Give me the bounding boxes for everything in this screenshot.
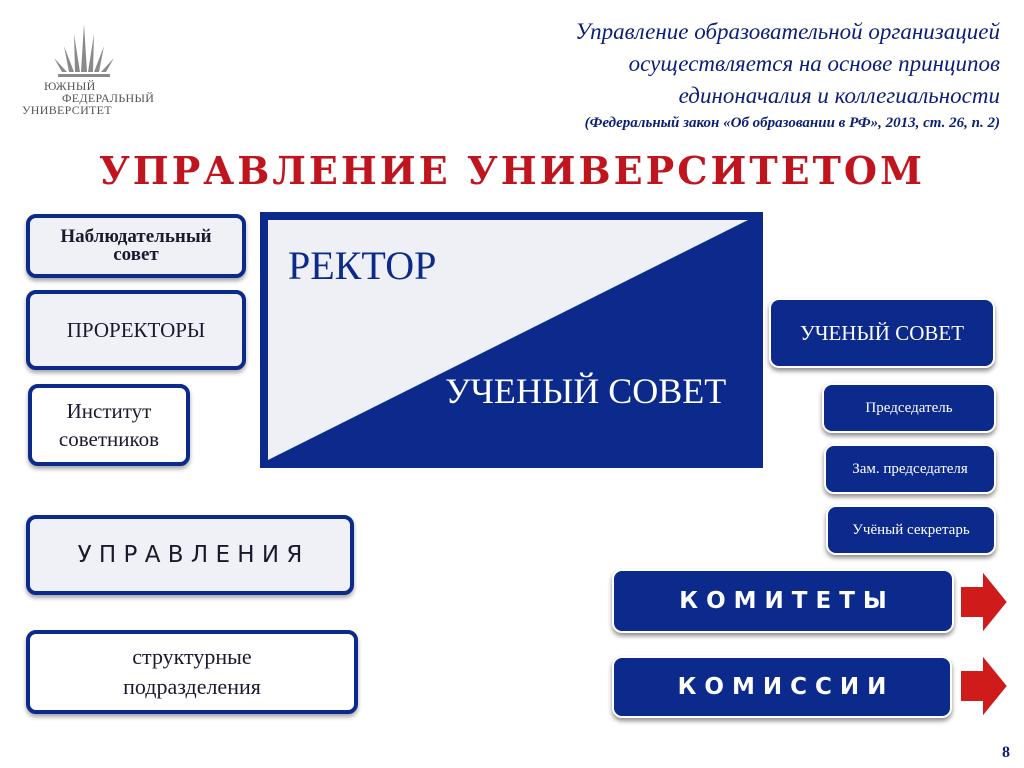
structural-units-label-1: структурные bbox=[132, 644, 252, 669]
commissions-box[interactable]: К О М И С С И И bbox=[612, 656, 952, 718]
structural-units-box[interactable]: структурные подразделения bbox=[26, 630, 358, 714]
vice-rectors-box[interactable]: ПРОРЕКТОРЫ bbox=[26, 290, 246, 370]
header-line-2: осуществляется на основе принципов bbox=[628, 51, 1000, 76]
departments-label: У П Р А В Л Е Н И Я bbox=[77, 542, 303, 568]
supervisory-board-label-2: совет bbox=[113, 244, 159, 265]
academic-secretary-box[interactable]: Учёный секретарь bbox=[826, 505, 996, 555]
logo-emblem-icon bbox=[54, 24, 114, 77]
logo-text-line1: ЮЖНЫЙ bbox=[44, 79, 96, 93]
deputy-chairman-box[interactable]: Зам. председателя bbox=[824, 444, 996, 494]
page-number: 8 bbox=[1002, 744, 1010, 761]
supervisory-board-box[interactable]: Наблюдательный совет bbox=[26, 214, 246, 278]
commissions-label: К О М И С С И И bbox=[677, 674, 887, 700]
commissions-arrow-icon bbox=[960, 654, 1010, 718]
academic-secretary-label: Учёный секретарь bbox=[852, 521, 970, 538]
chairman-box[interactable]: Председатель bbox=[822, 383, 996, 433]
departments-box[interactable]: У П Р А В Л Е Н И Я bbox=[26, 515, 354, 595]
header-line-1: Управление образовательной организацией bbox=[575, 19, 1000, 44]
center-academic-council-label: УЧЕНЫЙ СОВЕТ bbox=[445, 371, 727, 411]
advisors-institute-label-2: советников bbox=[58, 427, 160, 451]
chairman-label: Председатель bbox=[865, 399, 953, 416]
vice-rectors-label: ПРОРЕКТОРЫ bbox=[66, 317, 206, 342]
advisors-institute-box[interactable]: Институт советников bbox=[28, 384, 190, 466]
rector-council-panel bbox=[260, 212, 763, 468]
deputy-chairman-label: Зам. председателя bbox=[852, 460, 968, 477]
header-line-3: единоначалия и коллегиальности bbox=[678, 83, 1000, 108]
header-law-reference: (Федеральный закон «Об образовании в РФ»… bbox=[584, 115, 1000, 131]
rector-label: РЕКТОР bbox=[288, 243, 437, 288]
advisors-institute-label-1: Институт bbox=[66, 399, 152, 423]
structural-units-label-2: подразделения bbox=[123, 674, 261, 699]
logo-text-line3: УНИВЕРСИТЕТ bbox=[22, 103, 112, 117]
supervisory-board-label-1: Наблюдательный bbox=[60, 226, 212, 247]
university-logo: ЮЖНЫЙ ФЕДЕРАЛЬНЫЙ УНИВЕРСИТЕТ bbox=[22, 22, 182, 122]
committees-box[interactable]: К О М И Т Е Т Ы bbox=[612, 569, 954, 633]
committees-arrow-icon bbox=[960, 570, 1010, 634]
logo-text-line2: ФЕДЕРАЛЬНЫЙ bbox=[62, 91, 155, 105]
page-title: УПРАВЛЕНИЕ УНИВЕРСИТЕТОМ bbox=[98, 148, 926, 193]
academic-council-label: УЧЕНЫЙ СОВЕТ bbox=[799, 320, 965, 345]
committees-label: К О М И Т Е Т Ы bbox=[679, 588, 887, 614]
academic-council-box[interactable]: УЧЕНЫЙ СОВЕТ bbox=[769, 298, 995, 368]
